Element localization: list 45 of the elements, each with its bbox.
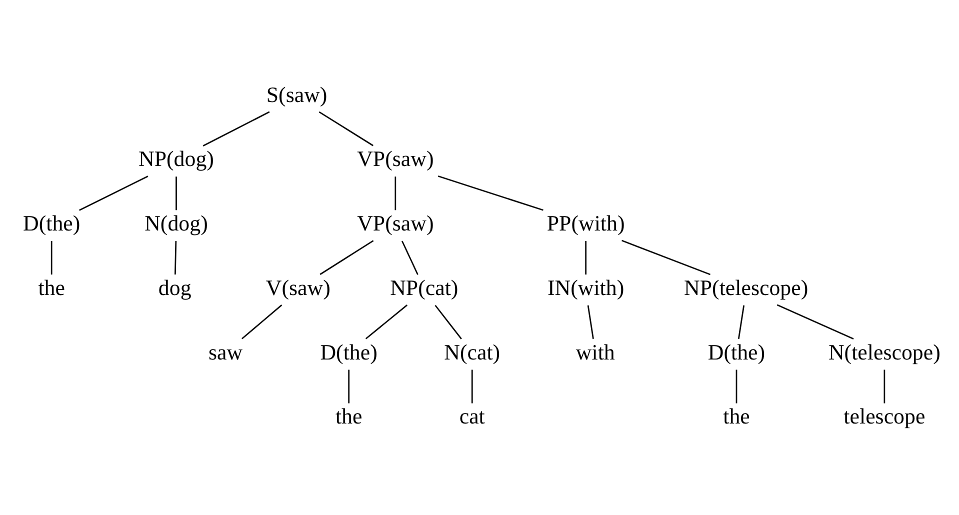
connector bbox=[434, 304, 462, 340]
connector bbox=[202, 111, 270, 146]
connector bbox=[470, 370, 472, 404]
node-text: dog bbox=[158, 274, 191, 300]
node-text: NP(telescope) bbox=[684, 274, 808, 300]
connector bbox=[78, 176, 148, 211]
connector bbox=[50, 240, 52, 275]
node-text: with bbox=[575, 339, 614, 364]
node-text: the bbox=[334, 404, 362, 429]
connector bbox=[735, 370, 737, 404]
node-text: cat bbox=[458, 404, 484, 429]
connector bbox=[174, 240, 176, 275]
node-text: saw bbox=[208, 339, 242, 364]
connector bbox=[621, 240, 710, 276]
node-text: N(cat) bbox=[444, 339, 500, 364]
node-text: telescope bbox=[843, 404, 925, 429]
connector bbox=[437, 175, 543, 211]
connector bbox=[348, 370, 350, 404]
node-text: D(the) bbox=[707, 339, 765, 364]
connector bbox=[319, 240, 374, 275]
connector bbox=[400, 240, 418, 275]
node-text: D(the) bbox=[320, 339, 377, 364]
connector bbox=[584, 240, 586, 275]
node-text: N(dog) bbox=[144, 210, 208, 236]
node-text: S(saw) bbox=[266, 82, 327, 107]
connector bbox=[883, 370, 885, 404]
node-text: VP(saw) bbox=[356, 210, 434, 236]
node-text: NP(cat) bbox=[390, 274, 458, 300]
node-text: the bbox=[722, 404, 750, 429]
node-text: IN(with) bbox=[546, 274, 624, 300]
connector bbox=[737, 305, 744, 340]
node-text: the bbox=[38, 274, 64, 300]
node-text: D(the) bbox=[22, 210, 80, 236]
connector bbox=[586, 305, 594, 340]
node-text: N(telescope) bbox=[828, 339, 940, 364]
connector bbox=[394, 176, 396, 210]
node-text: VP(saw) bbox=[356, 146, 434, 172]
node-text: PP(with) bbox=[546, 210, 624, 236]
node-text: V(saw) bbox=[265, 274, 330, 300]
connector bbox=[241, 304, 282, 340]
node-text: NP(dog) bbox=[138, 146, 214, 172]
connector bbox=[175, 176, 176, 210]
connector bbox=[776, 304, 854, 340]
connector bbox=[364, 304, 408, 340]
connector bbox=[318, 111, 373, 146]
